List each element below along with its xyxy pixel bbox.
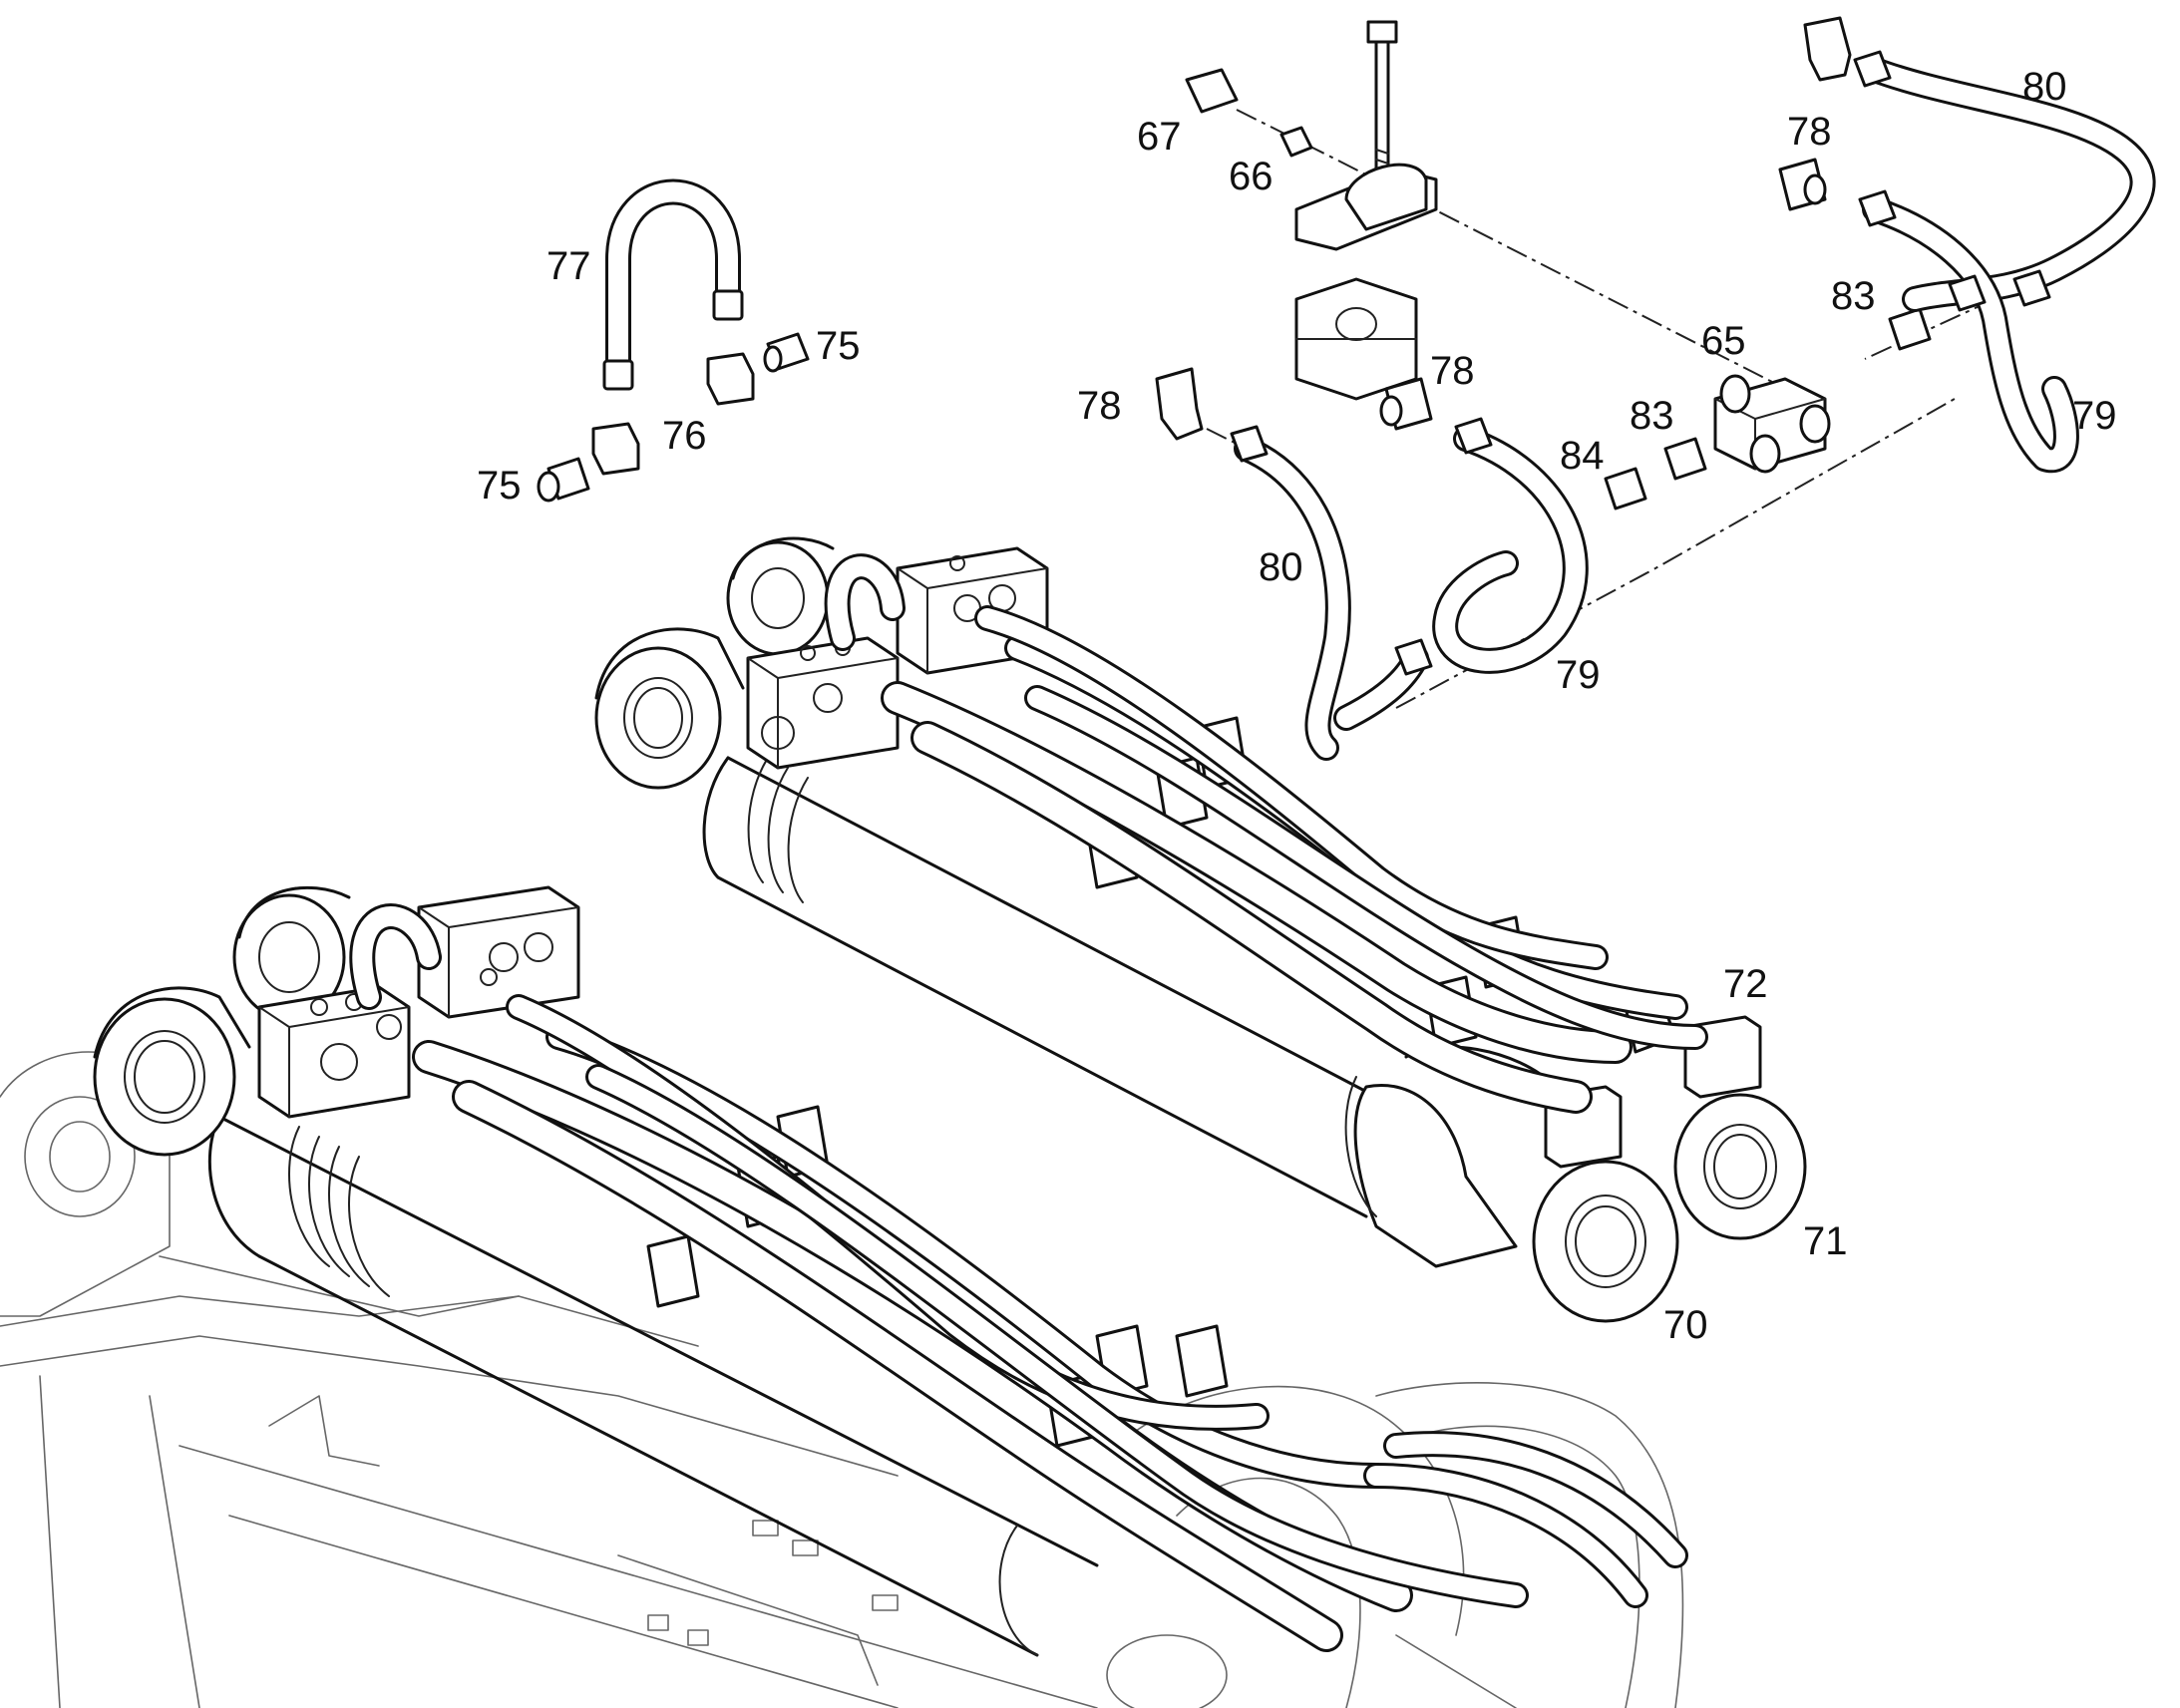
callout-76: 76 [662, 414, 707, 458]
callout-72: 72 [1723, 962, 1768, 1006]
callout-66: 66 [1229, 155, 1273, 198]
callout-83-right: 83 [1831, 274, 1876, 318]
callout-84: 84 [1560, 434, 1605, 478]
lower-cylinder-assembly [93, 885, 1229, 1657]
callout-78-right: 78 [1787, 110, 1832, 154]
callout-labels: 67 66 77 75 76 75 78 78 80 84 83 65 83 7… [477, 65, 2117, 1347]
boom-frame [0, 1051, 1684, 1708]
callout-67: 67 [1137, 115, 1182, 159]
upper-cylinder-assembly [594, 536, 1807, 1323]
upper-hose-bundle [881, 605, 1708, 1114]
callout-75-left: 75 [477, 464, 522, 508]
callout-80-right: 80 [2022, 65, 2067, 109]
callout-79-left: 79 [1556, 653, 1601, 697]
callout-80-left: 80 [1259, 545, 1303, 589]
callout-75-right: 75 [816, 324, 861, 368]
callout-83-left: 83 [1630, 394, 1674, 438]
exploded-parts [537, 16, 2156, 761]
lower-hose-bundle [412, 994, 1688, 1652]
callout-70: 70 [1663, 1303, 1708, 1347]
callout-65: 65 [1701, 319, 1746, 363]
callout-77: 77 [546, 244, 591, 288]
callout-71: 71 [1803, 1219, 1848, 1263]
callout-78-left: 78 [1077, 384, 1122, 428]
callout-78-middle: 78 [1430, 349, 1475, 393]
callout-79-right: 79 [2072, 394, 2117, 438]
